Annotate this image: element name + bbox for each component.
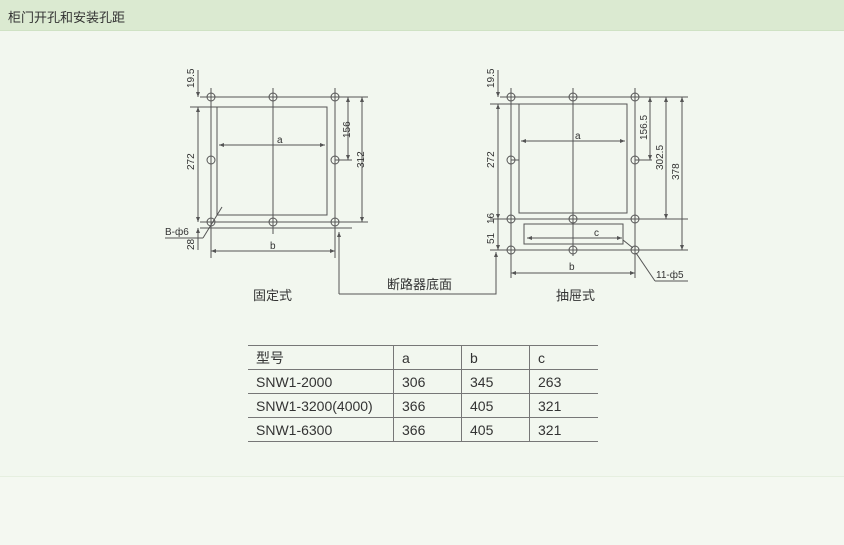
drawout-dim-c: c — [594, 228, 599, 239]
drawout-dim-378: 378 — [671, 163, 682, 180]
drawout-dim-top: 19.5 — [486, 68, 497, 88]
drawout-dim-b: b — [569, 262, 575, 273]
fixed-dim-a: a — [277, 135, 283, 146]
cell-model: SNW1-6300 — [248, 417, 394, 442]
cell-b: 405 — [461, 393, 530, 418]
table-row: SNW1-3200(4000) 366 405 321 — [248, 393, 598, 418]
cell-a: 366 — [393, 417, 462, 442]
header-model: 型号 — [248, 345, 394, 370]
drawout-type-drawing: 19.5 272 16 51 156.5 302.5 378 a c b 11-… — [486, 68, 688, 303]
cell-model: SNW1-3200(4000) — [248, 393, 394, 418]
drawout-type-label: 抽屉式 — [556, 288, 595, 303]
cell-a: 306 — [393, 369, 462, 394]
cell-a: 366 — [393, 393, 462, 418]
table-header-row: 型号 a b c — [248, 345, 598, 370]
footer-area — [0, 476, 844, 545]
fixed-dim-b: b — [270, 241, 276, 252]
dimensions-table: 型号 a b c SNW1-2000 306 345 263 SNW1-3200… — [248, 345, 598, 442]
drawout-dim-16: 16 — [486, 212, 497, 224]
drawout-dim-a: a — [575, 131, 581, 142]
table-row: SNW1-6300 366 405 321 — [248, 417, 598, 442]
section-title: 柜门开孔和安装孔距 — [8, 11, 126, 26]
fixed-dim-312: 312 — [356, 151, 367, 168]
cell-model: SNW1-2000 — [248, 369, 394, 394]
cell-b: 345 — [461, 369, 530, 394]
drawout-dim-left: 272 — [486, 151, 497, 168]
fixed-dim-left: 272 — [186, 153, 197, 170]
cell-c: 321 — [529, 393, 598, 418]
fixed-dim-bottom: 28 — [186, 238, 197, 250]
breaker-bottom-connector: 断路器底面 — [337, 232, 498, 295]
fixed-holes-label: B-ф6 — [165, 226, 189, 238]
drawout-dim-156-5: 156.5 — [639, 115, 650, 140]
fixed-type-label: 固定式 — [253, 288, 292, 303]
drawout-holes-label: 11-ф5 — [656, 269, 684, 281]
section-header: 柜门开孔和安装孔距 — [0, 0, 844, 31]
fixed-dim-top: 19.5 — [186, 68, 197, 88]
table-row: SNW1-2000 306 345 263 — [248, 369, 598, 394]
header-c: c — [529, 345, 598, 370]
breaker-bottom-label: 断路器底面 — [387, 277, 452, 292]
header-b: b — [461, 345, 530, 370]
cell-c: 321 — [529, 417, 598, 442]
drawout-holes — [506, 92, 640, 255]
fixed-type-drawing: 19.5 272 28 156 312 a b B-ф6 固定式 — [165, 68, 368, 303]
drawout-dim-302-5: 302.5 — [655, 145, 666, 170]
fixed-dim-156: 156 — [342, 121, 353, 138]
fixed-holes — [206, 92, 340, 227]
cell-c: 263 — [529, 369, 598, 394]
header-a: a — [393, 345, 462, 370]
drawout-dim-51: 51 — [486, 232, 497, 244]
cell-b: 405 — [461, 417, 530, 442]
